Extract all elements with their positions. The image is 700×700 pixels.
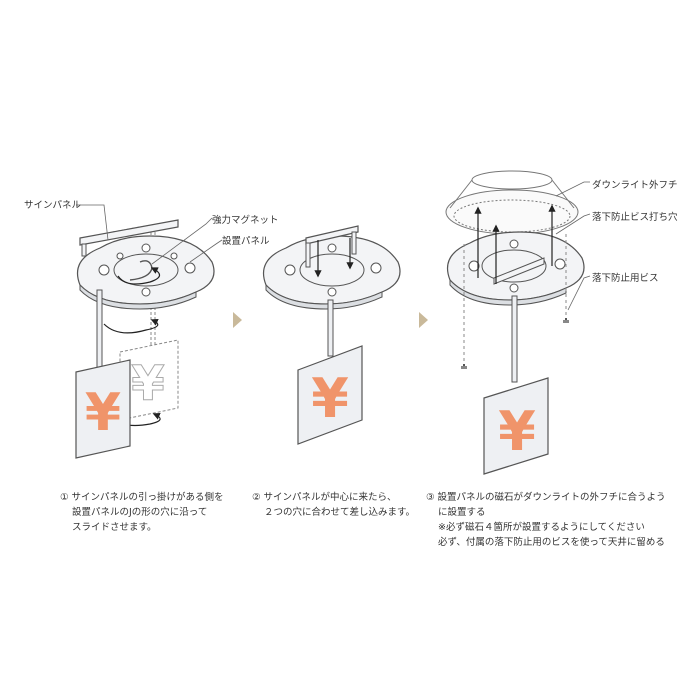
downlight-rim bbox=[445, 170, 579, 235]
step-1-line-1: ① サインパネルの引っ掛けがある側を bbox=[60, 492, 224, 503]
step-3-line-1: ③ 設置パネルの磁石がダウンライトの外フチに合うよう bbox=[426, 492, 666, 503]
step-3-instructions: ③ 設置パネルの磁石がダウンライトの外フチに合うよう に設置する ※必ず磁石４箇… bbox=[426, 490, 666, 550]
callout-lines-step1 bbox=[76, 204, 223, 265]
mount-panel-label: 設置パネル bbox=[222, 236, 270, 247]
step1-illustration: ¥ ¥ bbox=[75, 219, 215, 459]
step-chevron-2 bbox=[419, 312, 428, 328]
mount-panel bbox=[76, 235, 215, 310]
ghost-yen-symbol: ¥ bbox=[131, 356, 164, 412]
sign-panel bbox=[75, 359, 131, 459]
slide-arrow-1 bbox=[117, 267, 161, 285]
step3-illustration: ¥ bbox=[445, 170, 585, 475]
sign-panel-label: サインパネル bbox=[24, 200, 82, 211]
sign-panel-bar bbox=[79, 219, 179, 257]
screw-icon bbox=[563, 318, 569, 323]
callout-lines-step3 bbox=[555, 181, 591, 311]
step-2-instructions: ② サインパネルが中心に来たら、 ２つの穴に合わせて差し込みます。 bbox=[252, 490, 415, 520]
step-2-line-2: ２つの穴に合わせて差し込みます。 bbox=[264, 507, 416, 518]
step-3-line-4: 必ず、付属の落下防止用のビスを使って天井に留める bbox=[438, 537, 665, 548]
slide-arrow-2 bbox=[103, 318, 159, 334]
strong-magnet-label: 強力マグネット bbox=[212, 215, 279, 226]
screw-label: 落下防止用ビス bbox=[592, 273, 659, 284]
yen-symbol: ¥ bbox=[85, 383, 121, 443]
step-1-instructions: ① サインパネルの引っ掛けがある側を 設置パネルのJの形の穴に沿って スライドさ… bbox=[60, 490, 224, 535]
step-3-line-3: ※必ず磁石４箇所が設置するようにしてください bbox=[438, 522, 645, 533]
step-3-line-2: に設置する bbox=[438, 507, 486, 518]
yen-symbol: ¥ bbox=[498, 400, 536, 463]
sign-panel bbox=[483, 377, 549, 475]
screw-icon bbox=[461, 364, 467, 369]
step-1-line-3: スライドさせます。 bbox=[72, 522, 157, 533]
step-2-line-1: ② サインパネルが中心に来たら、 bbox=[252, 492, 397, 503]
step-chevron-1 bbox=[233, 312, 242, 328]
sign-stem bbox=[96, 289, 103, 373]
screw-hole-label: 落下防止ビス打ち穴 bbox=[592, 212, 678, 223]
step2-illustration: ¥ bbox=[262, 225, 401, 445]
sign-panel bbox=[297, 345, 363, 445]
downlight-rim-label: ダウンライト外フチ bbox=[592, 180, 678, 191]
step-1-line-2: 設置パネルのJの形の穴に沿って bbox=[72, 507, 208, 518]
yen-symbol: ¥ bbox=[311, 367, 349, 430]
